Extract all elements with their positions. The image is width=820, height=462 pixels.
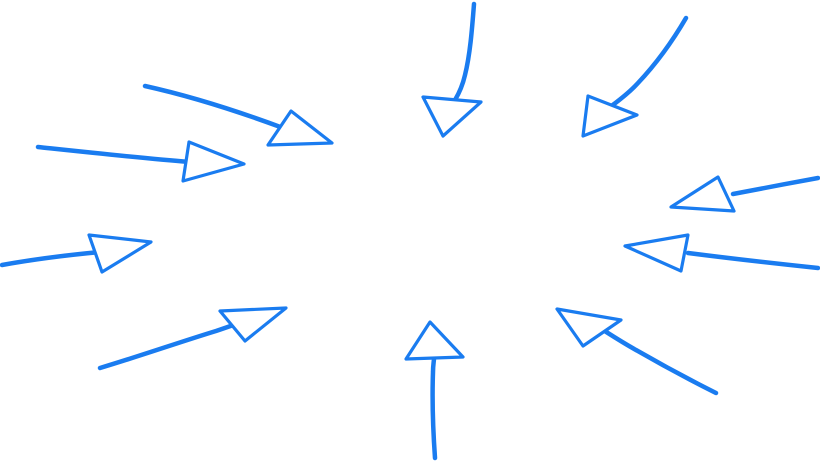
arrow-shaft — [685, 250, 820, 271]
arrow-head-icon — [421, 95, 483, 138]
arrow-head-icon — [266, 109, 334, 147]
arrow-shaft — [597, 325, 719, 396]
arrow-left-upper — [142, 83, 334, 147]
arrow-top-right — [581, 15, 689, 138]
arrow-shaft — [452, 1, 477, 103]
arrow-top-center — [421, 1, 483, 138]
arrow-shaft — [730, 175, 820, 197]
arrow-right-lower — [623, 233, 820, 273]
arrow-head-icon — [623, 233, 690, 273]
arrow-head-icon — [555, 307, 623, 348]
arrow-head-icon — [87, 233, 153, 274]
arrow-right-upper — [669, 175, 820, 213]
arrow-head-icon — [404, 320, 465, 361]
arrow-shaft — [607, 15, 689, 110]
arrow-bottom-left — [97, 306, 288, 371]
arrow-shaft — [97, 319, 245, 371]
arrow-bottom-right — [555, 307, 719, 396]
arrow-shaft — [142, 83, 286, 131]
arrow-shaft — [35, 144, 193, 165]
arrow-shaft — [430, 355, 438, 461]
arrow-head-icon — [581, 94, 639, 138]
arrow-head-icon — [669, 175, 736, 213]
arrow-bottom-center — [404, 320, 465, 461]
arrow-shaft — [0, 249, 103, 268]
arrow-left-middle — [35, 140, 246, 183]
arrow-head-icon — [218, 306, 288, 343]
arrow-left-lower — [0, 233, 153, 274]
arrow-head-icon — [181, 140, 246, 183]
